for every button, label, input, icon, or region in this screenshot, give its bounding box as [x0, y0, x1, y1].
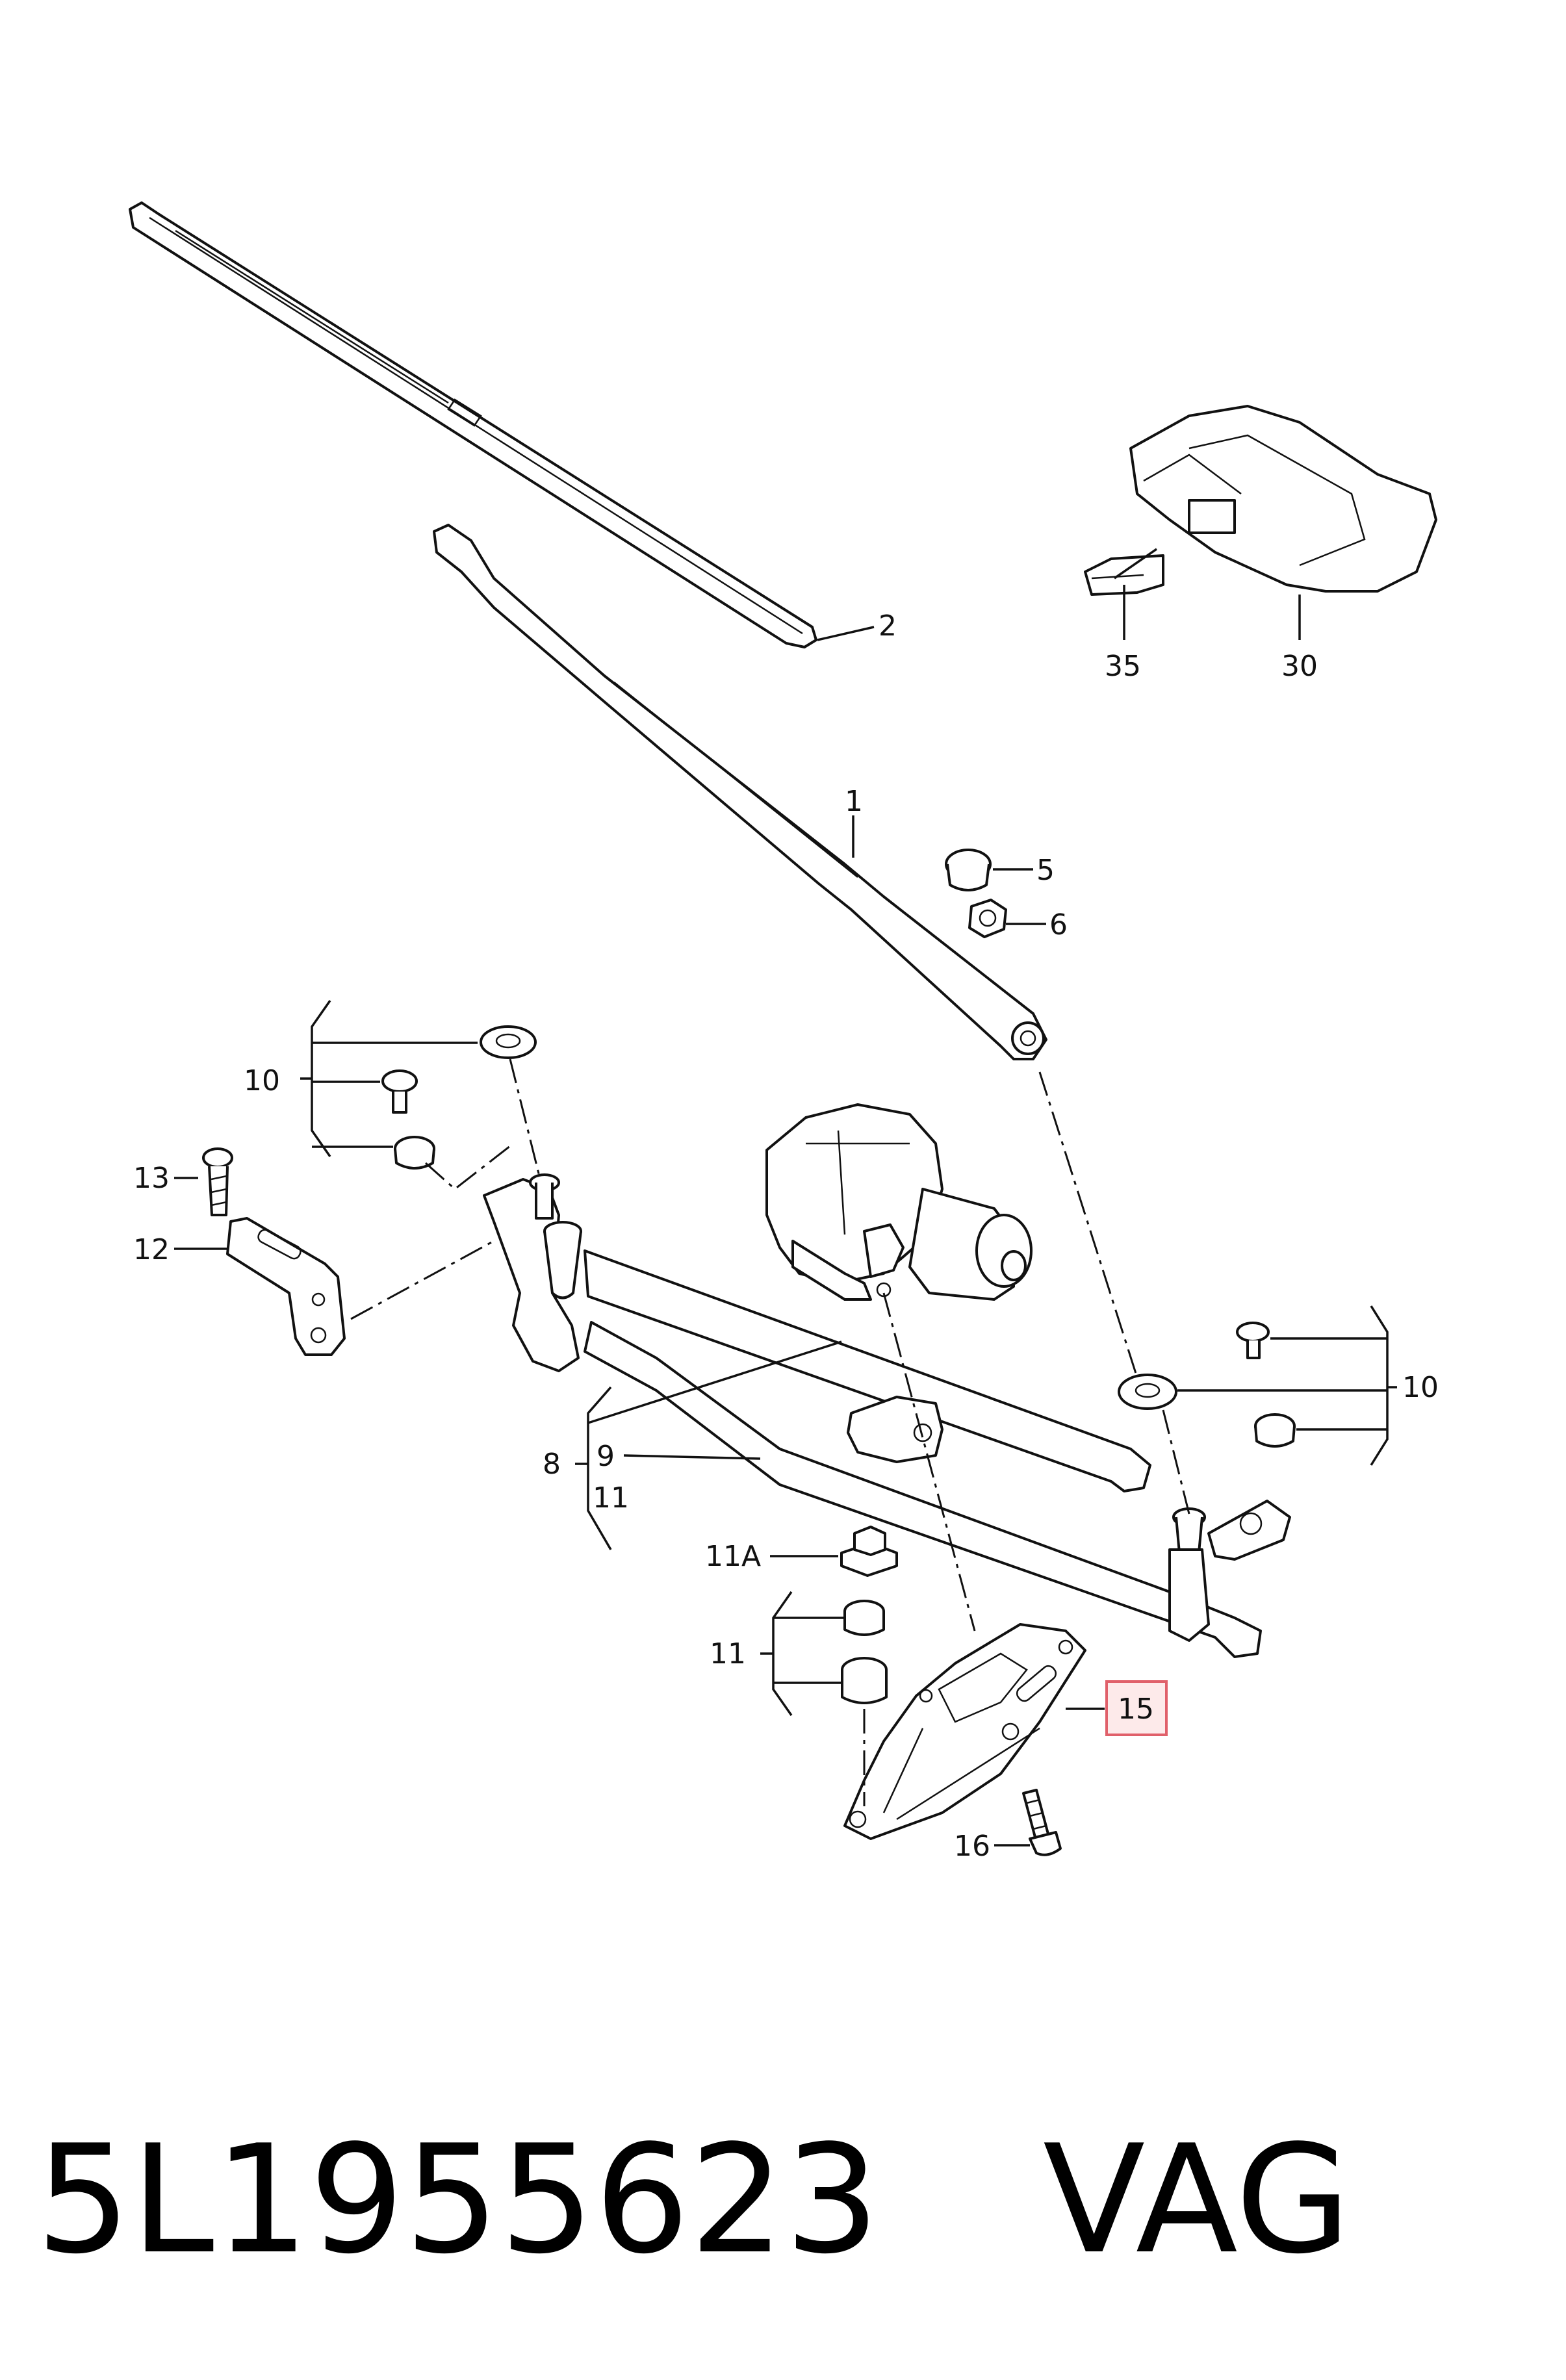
flange-nut-11A-part — [840, 1526, 898, 1577]
callout-10-right: 10 — [1402, 1371, 1439, 1404]
callout-1: 1 — [845, 785, 863, 818]
callout-12: 12 — [133, 1233, 170, 1266]
callout-10-left: 10 — [244, 1064, 280, 1097]
highlight-box-15 — [1105, 1680, 1168, 1736]
callout-15: 15 — [1118, 1693, 1154, 1726]
wiper-arm-part — [433, 524, 1047, 1060]
callout-6: 6 — [1049, 908, 1068, 941]
bolt-16-part — [1022, 1789, 1062, 1856]
cover-cap-part — [945, 849, 992, 891]
callout-8: 8 — [543, 1448, 561, 1481]
callout-35: 35 — [1105, 650, 1141, 683]
callout-2: 2 — [879, 609, 897, 643]
hex-nut-part — [968, 899, 1007, 938]
assembly-lines — [350, 1058, 1190, 1806]
connector-plug-part — [1084, 554, 1164, 596]
screw-right-part — [1236, 1322, 1270, 1359]
bushing-right-part — [1254, 1413, 1296, 1448]
callout-11-a: 11 — [593, 1481, 629, 1515]
spacer-11-lower-part — [841, 1657, 888, 1704]
wiper-blade-part — [129, 201, 817, 648]
spacer-11-upper-part — [843, 1600, 885, 1636]
callout-11A: 11A — [705, 1540, 761, 1573]
washer-left-part — [480, 1025, 537, 1059]
bracket-12-part — [226, 1217, 346, 1356]
wiper-linkage-part — [483, 1173, 1291, 1658]
callout-13: 13 — [133, 1162, 170, 1195]
part-number-title: 5L1955623 — [36, 2114, 880, 2287]
control-module-part — [1129, 405, 1437, 593]
callout-9: 9 — [597, 1440, 615, 1473]
screw-13-part — [202, 1147, 233, 1216]
bushing-left-part — [394, 1136, 435, 1170]
wiper-motor-part — [765, 1103, 1033, 1301]
callout-5: 5 — [1036, 854, 1055, 887]
callout-16: 16 — [954, 1830, 990, 1863]
mounting-bracket-15-part — [843, 1623, 1086, 1840]
callout-11-b: 11 — [710, 1637, 746, 1670]
callout-30: 30 — [1281, 650, 1318, 683]
screw-left-part — [381, 1069, 418, 1114]
brand-title: VAG — [1043, 2114, 1351, 2287]
leader-lines — [174, 548, 1397, 1847]
washer-right-part — [1118, 1374, 1177, 1410]
